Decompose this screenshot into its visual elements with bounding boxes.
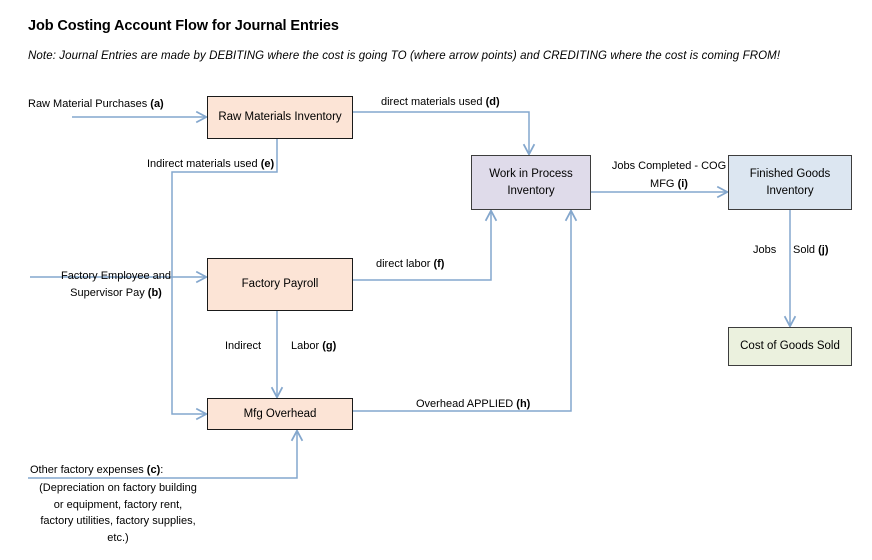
- flow-label-jobs-sold-right: Sold (j): [793, 244, 828, 257]
- node-label: Finished Goods Inventory: [749, 167, 831, 197]
- flow-label-factory-employee-pay: Factory Employee and Supervisor Pay (b): [28, 268, 204, 301]
- connector-direct-labor-f: [353, 208, 498, 281]
- flow-label-direct-labor: direct labor (f): [376, 258, 444, 271]
- node-label: Mfg Overhead: [243, 407, 317, 420]
- flow-key: (h): [516, 398, 531, 410]
- flow-label-text: Labor: [291, 340, 320, 352]
- node-label: Factory Payroll: [241, 278, 319, 291]
- node-raw-materials-inventory: Raw Materials Inventory: [207, 96, 353, 139]
- detail-line: (Depreciation on factory building: [39, 482, 197, 494]
- flow-label-overhead-applied: Overhead APPLIED (h): [416, 398, 530, 411]
- flow-key: (e): [260, 158, 275, 170]
- node-cost-of-goods-sold: Cost of Goods Sold: [728, 327, 852, 366]
- flow-label-other-factory-expenses-details: (Depreciation on factory building or equ…: [29, 480, 207, 546]
- detail-line: or equipment, factory rent,: [53, 498, 183, 511]
- node-label: Raw Materials Inventory: [218, 111, 342, 124]
- flow-label-text: Overhead APPLIED: [416, 398, 514, 410]
- flow-label-line: Jobs Completed - COG: [598, 158, 740, 176]
- flow-label-text: Other factory expenses: [30, 464, 144, 476]
- flow-label-text: Supervisor Pay: [70, 286, 145, 299]
- detail-line: factory utilities, factory supplies,: [40, 515, 196, 527]
- diagram-note: Note: Journal Entries are made by DEBITI…: [28, 50, 781, 62]
- flow-label-jobs-completed: Jobs Completed - COG MFG (i): [598, 158, 740, 193]
- connector-indirect-materials-used-e: [171, 139, 278, 421]
- node-work-in-process-inventory: Work in Process Inventory: [471, 155, 591, 210]
- detail-line: etc.): [107, 531, 129, 544]
- flow-key: (i): [677, 177, 688, 190]
- flow-key: (g): [322, 340, 337, 352]
- flow-label-text: Sold: [793, 244, 816, 256]
- flow-label-line: Supervisor Pay (b): [28, 285, 204, 302]
- flow-label-other-factory-expenses: Other factory expenses (c):: [30, 464, 163, 477]
- connector-overhead-applied-h: [353, 208, 578, 412]
- node-label: Cost of Goods Sold: [740, 340, 840, 353]
- node-mfg-overhead: Mfg Overhead: [207, 398, 353, 430]
- flow-label-indirect-materials-used: Indirect materials used (e): [147, 158, 274, 171]
- flow-label-line: MFG (i): [598, 176, 740, 194]
- flow-label-text: Indirect materials used: [147, 158, 258, 170]
- page-title: Job Costing Account Flow for Journal Ent…: [28, 18, 339, 34]
- flow-key: (c): [146, 464, 161, 476]
- flow-label-text: Jobs Completed - COG: [611, 160, 727, 172]
- connector-other-factory-expenses-c: [28, 428, 304, 479]
- flow-label-text: Indirect: [225, 340, 262, 352]
- flow-key: (j): [818, 244, 829, 256]
- connector-direct-materials-used-d: [352, 111, 536, 157]
- flow-label-jobs-sold-left: Jobs: [753, 244, 776, 257]
- flow-label-indirect-labor-right: Labor (g): [291, 340, 336, 353]
- flow-key: (b): [147, 286, 162, 299]
- flow-label-suffix: :: [160, 464, 164, 476]
- flow-label-text: Factory Employee and: [60, 270, 172, 282]
- flow-label-direct-materials-used: direct materials used (d): [381, 96, 500, 109]
- flow-key: (a): [150, 98, 164, 110]
- flow-key: (d): [485, 96, 500, 108]
- flow-label-text: direct materials used: [381, 96, 483, 108]
- flow-label-line: Factory Employee and: [28, 268, 204, 285]
- node-label: Work in Process Inventory: [489, 167, 573, 197]
- flow-label-text: MFG: [650, 177, 675, 190]
- flow-label-text: direct labor: [376, 258, 431, 270]
- flow-label-raw-material-purchases: Raw Material Purchases (a): [28, 98, 164, 111]
- node-factory-payroll: Factory Payroll: [207, 258, 353, 311]
- node-finished-goods-inventory: Finished Goods Inventory: [728, 155, 852, 210]
- flow-label-text: Raw Material Purchases: [28, 98, 148, 110]
- flow-key: (f): [433, 258, 445, 270]
- flow-label-indirect-labor-left: Indirect: [225, 340, 261, 353]
- flow-label-text: Jobs: [753, 244, 777, 256]
